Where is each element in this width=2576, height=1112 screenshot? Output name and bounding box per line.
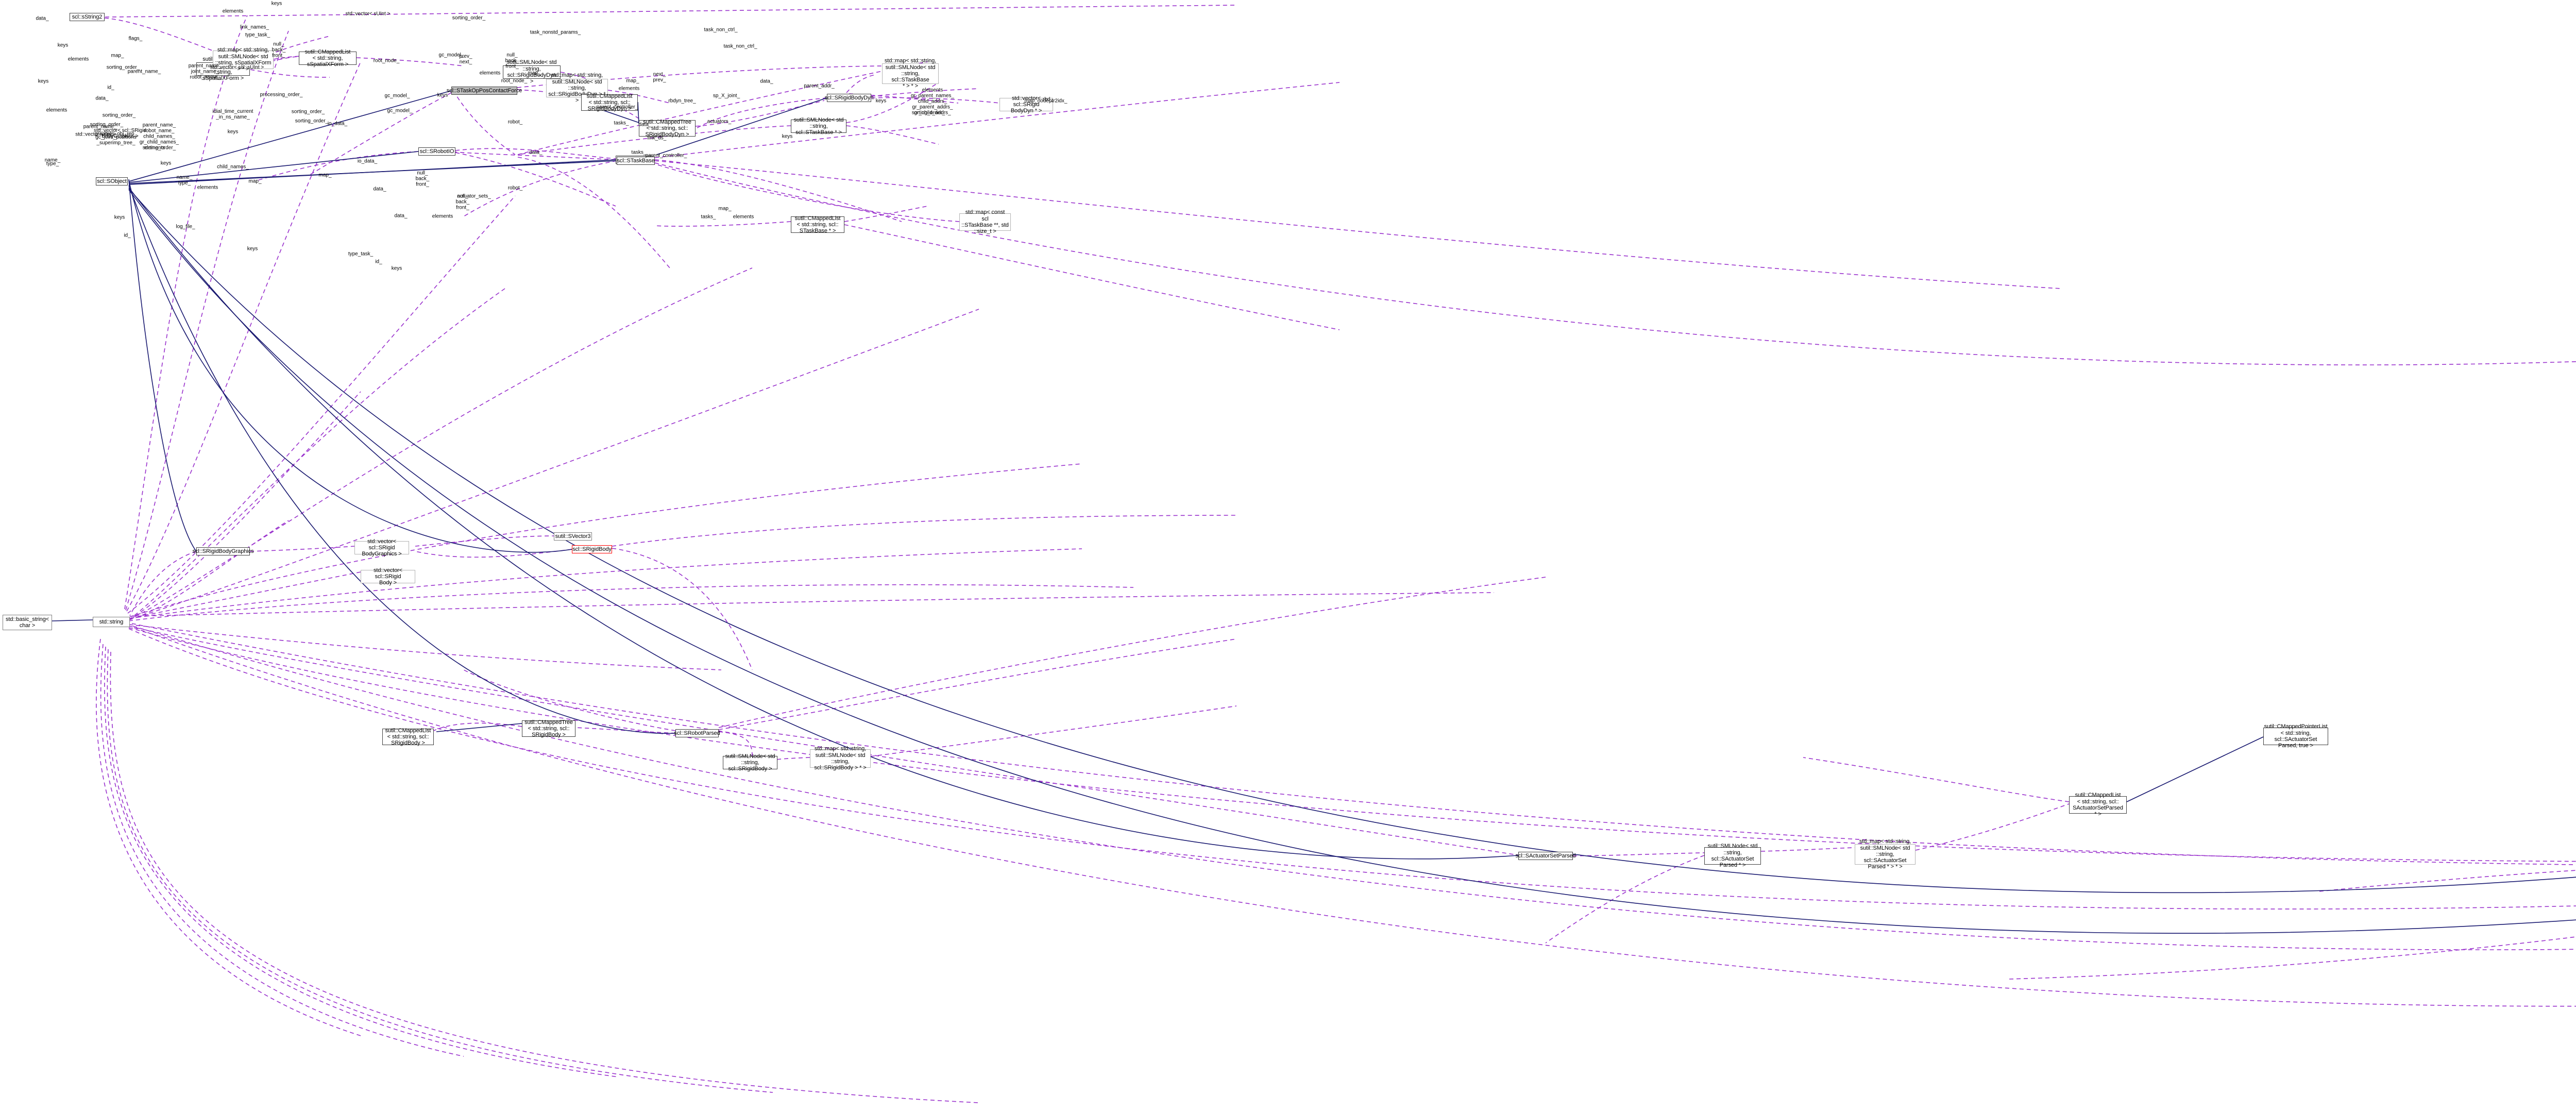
class-node-srobotparsed[interactable]: scl::SRobotParsed [674,729,720,737]
class-node-map_spatial[interactable]: std::map< std::string, sutil::SMLNode< s… [213,47,274,72]
class-node-map_taskbase[interactable]: std::map< std::string, sutil::SMLNode< s… [882,58,939,89]
class-node-sstring2[interactable]: scl::sString2 [70,13,105,21]
class-node-srigidbodydyn[interactable]: scl::SRigidBodyDyn [825,94,874,102]
class-node-stask_base[interactable]: scl::STaskBase [617,157,655,165]
class-node-srigidbody[interactable]: scl::SRigidBody [572,545,612,553]
class-node-cmappedlist_taskb[interactable]: sutil::CMappedList < std::string, scl:: … [791,215,844,234]
class-node-cmappedlist_spat[interactable]: sutil::CMappedList < std::string, sSpati… [299,49,357,68]
class-node-sactuatorsetparsed[interactable]: scl::SActuatorSetParsed [1516,852,1576,860]
class-node-cmappedtree_rb[interactable]: sutil::CMappedTree < std::string, scl:: … [522,719,575,738]
class-node-vec_rbgraphics[interactable]: std::vector< scl::SRigid BodyGraphics > [354,538,409,557]
class-node-map_actparsed[interactable]: std::map< std::string, sutil::SMLNode< s… [1855,838,1916,870]
class-node-cmappedlist_rbdyn[interactable]: sutil::CMappedList < std::string, scl:: … [581,93,638,112]
class-node-vec_rb[interactable]: std::vector< scl::SRigid Body > [361,567,415,586]
class-node-current[interactable]: scl::STaskOpPosContactForce [447,87,522,95]
class-node-map_rbdyn[interactable]: std::map< std::string, sutil::SMLNode< s… [546,72,608,104]
class-node-basic_string[interactable]: std::basic_string< char > [3,615,52,630]
class-node-svector3[interactable]: sutil::SVector3 [554,532,592,541]
class-node-smlnode_rb[interactable]: sutil::SMLNode< std ::string, scl::SRigi… [723,753,777,772]
class-node-map_nodeptr[interactable]: std::map< const scl ::STaskBase **, std … [959,209,1011,234]
inheritance-edges [52,90,2576,934]
usage-edges [96,5,2576,1103]
class-node-cmappedptrlist_act[interactable]: sutil::CMappedPointerList < std::string,… [2263,723,2328,749]
class-node-map_rb[interactable]: std::map< std::string, sutil::SMLNode< s… [810,746,871,771]
class-node-cmappedtree_rbdyn[interactable]: sutil::CMappedTree < std::string, scl:: … [639,119,696,138]
class-node-smlnode_taskbase[interactable]: sutil::SMLNode< std ::string, scl::STask… [791,117,846,136]
class-node-smlnode_actparsed[interactable]: sutil::SMLNode< std ::string, scl::SActu… [1704,843,1761,868]
class-node-string[interactable]: std::string [93,617,130,627]
class-node-smlnode_rbdyn[interactable]: sutil::SMLNode< std ::string, scl::SRigi… [503,59,561,85]
class-node-vec_rbdyn_ptr[interactable]: std::vector< scl::SRigid BodyDyn * > [999,95,1053,114]
class-node-srigidbodygraphics[interactable]: scl::SRigidBodyGraphics [193,547,253,555]
class-node-cmappedlist_act[interactable]: sutil::CMappedList < std::string, scl:: … [2069,792,2127,817]
class-node-srobotio[interactable]: scl::SRobotIO [418,147,455,156]
class-node-cmappedlist_rb[interactable]: sutil::CMappedList < std::string, scl:: … [382,728,434,746]
class-node-sobject[interactable]: scl::SObject [96,177,128,186]
